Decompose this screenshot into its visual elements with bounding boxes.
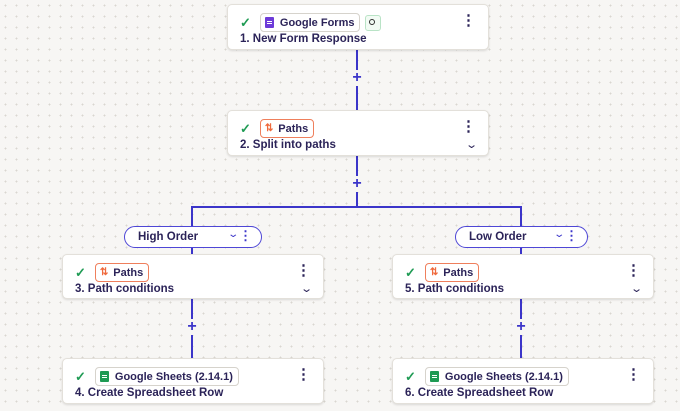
add-step-button[interactable]: + (513, 319, 529, 335)
live-status-icon[interactable] (365, 14, 382, 31)
app-name: Google Forms (279, 16, 355, 29)
check-icon: ✓ (240, 14, 251, 30)
app-badge: ⇅ Paths (94, 263, 150, 282)
add-step-button[interactable]: + (349, 176, 365, 192)
more-menu-icon[interactable]: ⋮ (565, 228, 578, 243)
google-sheets-icon (429, 371, 439, 382)
chevron-down-icon[interactable]: ⌄ (226, 229, 239, 240)
step-title: 4. Create Spreadsheet Row (75, 387, 224, 399)
app-badge: Google Sheets (2.14.1) (94, 367, 239, 386)
path-label: High Order (138, 231, 199, 243)
more-menu-icon[interactable]: ⋮ (626, 262, 641, 279)
step-title: 2. Split into paths (240, 139, 336, 151)
chevron-down-icon[interactable]: ⌄ (464, 139, 478, 151)
chevron-down-icon[interactable]: ⌄ (552, 229, 565, 240)
add-step-button[interactable]: + (349, 70, 365, 86)
check-icon: ✓ (240, 120, 251, 136)
path-pill-high-order[interactable]: High Order ⌄ ⋮ (124, 226, 262, 248)
step-card-create-row[interactable]: ✓ Google Sheets (2.14.1) ⋮ 4. Create Spr… (62, 358, 324, 404)
app-name: Paths (278, 122, 309, 135)
more-menu-icon[interactable]: ⋮ (461, 12, 476, 29)
path-label: Low Order (469, 231, 527, 243)
check-icon: ✓ (75, 368, 86, 384)
more-menu-icon[interactable]: ⋮ (296, 262, 311, 279)
app-badge: ⇅ Paths (424, 263, 480, 282)
add-step-button[interactable]: + (184, 319, 200, 335)
check-icon: ✓ (405, 368, 416, 384)
chevron-down-icon[interactable]: ⌄ (629, 283, 643, 295)
paths-icon: ⇅ (264, 123, 274, 134)
more-menu-icon[interactable]: ⋮ (239, 228, 252, 243)
connector-line (520, 206, 522, 226)
app-name: Paths (443, 266, 474, 279)
step-card-path-conditions[interactable]: ✓ ⇅ Paths ⋮ 5. Path conditions ⌄ (392, 254, 654, 299)
app-name: Paths (113, 266, 144, 279)
more-menu-icon[interactable]: ⋮ (626, 366, 641, 383)
app-badge: Google Sheets (2.14.1) (424, 367, 569, 386)
google-forms-icon (264, 17, 274, 28)
check-icon: ✓ (405, 264, 416, 280)
step-title: 3. Path conditions (75, 283, 175, 295)
app-badge: Google Forms (259, 13, 361, 32)
step-card-path-conditions[interactable]: ✓ ⇅ Paths ⋮ 3. Path conditions ⌄ (62, 254, 324, 299)
step-title: 6. Create Spreadsheet Row (405, 387, 554, 399)
more-menu-icon[interactable]: ⋮ (461, 118, 476, 135)
connector-line (191, 206, 193, 226)
connector-line (520, 248, 522, 256)
paths-icon: ⇅ (99, 267, 109, 278)
step-card-trigger[interactable]: ✓ Google Forms ⋮ 1. New Form Response (227, 4, 489, 50)
paths-icon: ⇅ (429, 267, 439, 278)
step-card-paths[interactable]: ✓ ⇅ Paths ⋮ 2. Split into paths ⌄ (227, 110, 489, 156)
app-badge: ⇅ Paths (259, 119, 315, 138)
more-menu-icon[interactable]: ⋮ (296, 366, 311, 383)
step-title: 5. Path conditions (405, 283, 505, 295)
chevron-down-icon[interactable]: ⌄ (299, 283, 313, 295)
step-card-create-row[interactable]: ✓ Google Sheets (2.14.1) ⋮ 6. Create Spr… (392, 358, 654, 404)
check-icon: ✓ (75, 264, 86, 280)
branch-line (191, 206, 522, 208)
connector-line (191, 248, 193, 256)
path-pill-low-order[interactable]: Low Order ⌄ ⋮ (455, 226, 588, 248)
step-title: 1. New Form Response (240, 33, 367, 45)
app-name: Google Sheets (2.14.1) (444, 370, 563, 383)
google-sheets-icon (99, 371, 109, 382)
app-name: Google Sheets (2.14.1) (114, 370, 233, 383)
